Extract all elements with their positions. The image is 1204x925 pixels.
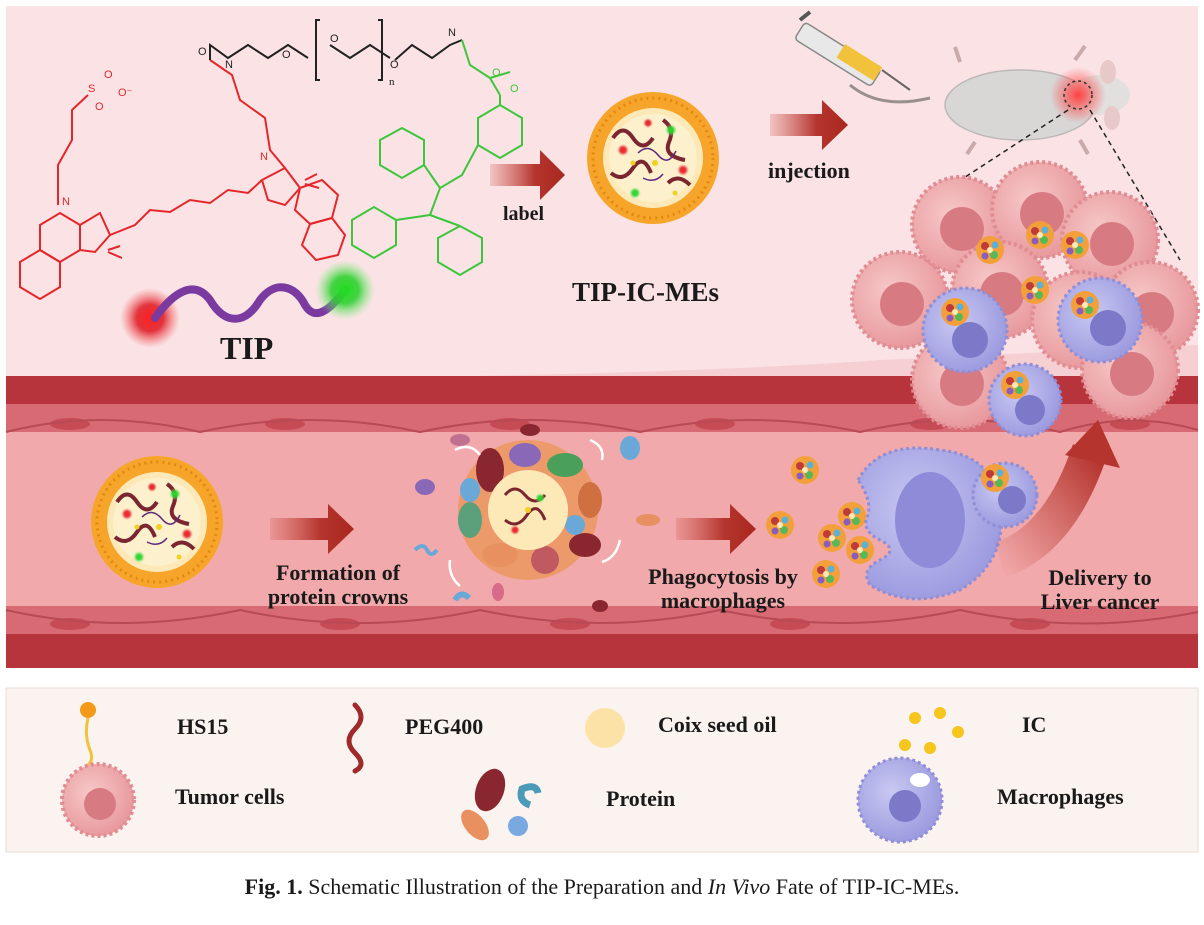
svg-text:N: N [62,196,70,208]
hs15-icon [80,702,96,767]
legend-protein: Protein [606,786,676,811]
formation-label: Formation of protein crowns [243,561,433,609]
figure-caption: Fig. 1. Schematic Illustration of the Pr… [0,874,1204,900]
caption-post: Fate of TIP-IC-MEs. [775,874,960,899]
delivery-line-2: Liver cancer [1040,589,1160,614]
svg-text:O⁻: O⁻ [118,87,133,99]
legend-hs15: HS15 [177,714,229,739]
delivery-line-1: Delivery to [1048,565,1152,590]
crown-arrow [270,504,354,554]
svg-text:N: N [225,59,233,71]
phago-line-2: macrophages [660,588,786,613]
formation-line-1: Formation of [275,560,401,585]
formation-line-2: protein crowns [267,584,409,609]
floating-proteins [413,424,660,612]
injection-text: injection [768,158,850,183]
top-micelle [585,90,721,226]
protein-crowned-micelle [458,440,602,580]
coix-seed-oil-icon [585,708,625,748]
tip-name-text: TIP [220,330,274,366]
svg-text:O: O [282,49,291,61]
label-arrow-text: label [503,203,545,225]
label-arrow [490,150,565,200]
svg-text:O: O [510,83,519,95]
green-dye-structure: O O [351,39,523,277]
phagocytosis-arrow [676,504,756,554]
svg-text:O: O [198,46,207,58]
phago-line-1: Phagocytosis by [648,564,798,589]
peg-repeat-n: n [389,76,395,88]
svg-text:O: O [104,69,113,81]
svg-text:O: O [330,33,339,45]
micelle-name-text: TIP-IC-MEs [572,277,719,307]
tumor-cluster [850,160,1200,438]
mouse-icon [849,44,1130,156]
svg-text:O: O [390,59,399,71]
syringe-icon [795,10,911,91]
svg-text:S: S [88,83,95,95]
delivery-arrow [1065,420,1120,468]
svg-text:N: N [448,27,456,39]
legend-peg400: PEG400 [405,714,484,739]
caption-italic: In Vivo [707,874,771,899]
injection-arrow [770,100,848,150]
peg-linker-structure: O N O O O N [198,19,463,81]
legend-tumor: Tumor cells [175,784,285,809]
tumor-cell-icon [60,762,136,838]
legend-macrophages: Macrophages [997,784,1124,809]
circulating-micelle [89,454,225,590]
caption-pre: Schematic Illustration of the Preparatio… [308,874,703,899]
legend-ic: IC [1022,712,1047,737]
svg-text:O: O [492,67,501,79]
svg-text:N: N [260,151,268,163]
caption-fig-number: Fig. 1. [244,874,303,899]
ic-icon [899,707,964,754]
macrophage-icon [856,756,944,844]
legend-coix: Coix seed oil [658,712,777,737]
red-dye-structure: S O O O⁻ N N [19,59,347,301]
protein-icon [461,768,542,841]
macrophage-cell [856,446,1039,601]
svg-text:O: O [95,101,104,113]
phagocytosis-label: Phagocytosis by macrophages [628,565,818,613]
delivery-label: Delivery to Liver cancer [1020,566,1180,614]
peg400-icon [346,702,364,774]
tip-probe [120,260,375,348]
